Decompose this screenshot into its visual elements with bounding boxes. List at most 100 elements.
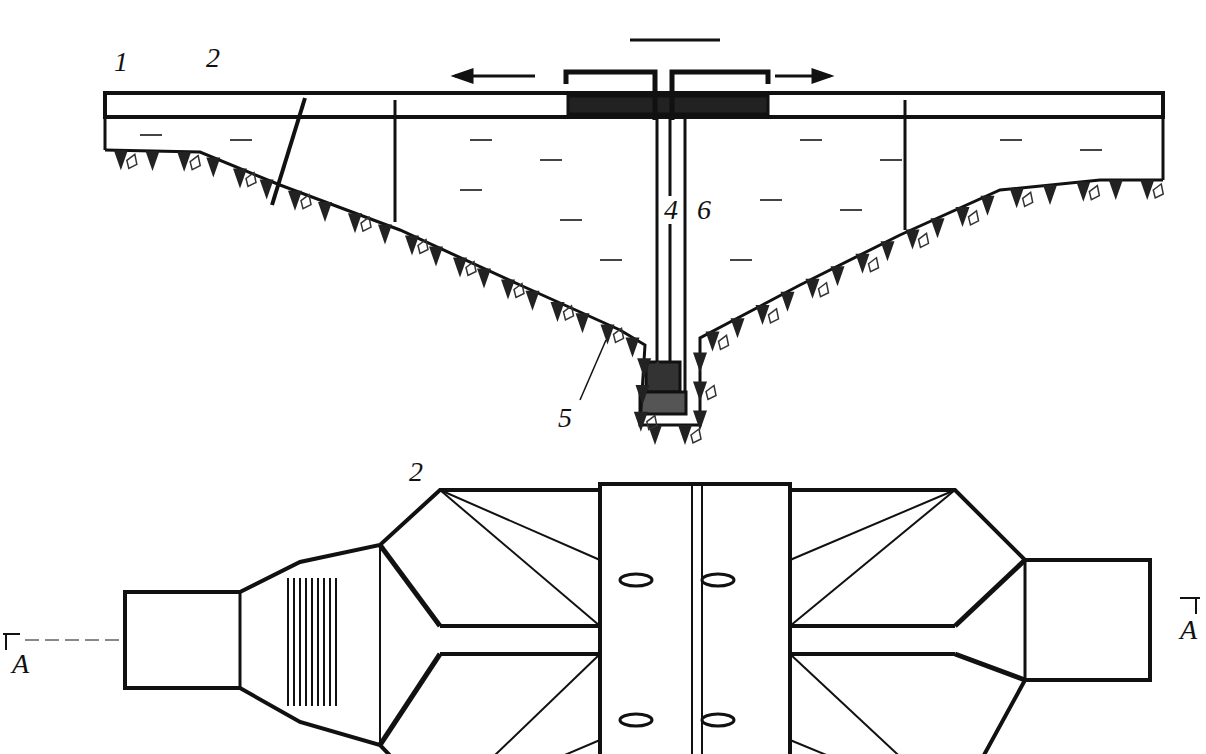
water-mark — [760, 199, 782, 201]
leader-line — [580, 340, 606, 400]
pump-symbol — [620, 574, 652, 586]
soil-clod — [819, 283, 829, 297]
soil-clod — [246, 173, 256, 187]
mark-line — [630, 39, 720, 42]
suction-pipe — [656, 117, 659, 365]
soil-hatch — [318, 202, 332, 222]
soil-hatch — [693, 411, 707, 431]
bank-edge — [104, 117, 107, 150]
callout-number: 5 — [556, 404, 574, 432]
soil-hatch — [648, 425, 662, 445]
soil-hatch — [1140, 180, 1154, 200]
discharge-pipe — [566, 72, 768, 120]
soil-clod — [969, 211, 979, 225]
soil-clod — [1153, 184, 1163, 198]
soil-hatch — [931, 218, 945, 238]
screen-grid — [305, 578, 307, 706]
soil-hatch — [1109, 180, 1123, 200]
soil-clod — [301, 195, 311, 209]
water-mark — [470, 139, 492, 141]
soil-clod — [466, 262, 476, 276]
strut-plan — [380, 545, 440, 626]
soil-hatch — [233, 169, 247, 189]
pond-bottom — [105, 150, 1163, 425]
pipe-plan — [790, 652, 955, 656]
arrowhead — [813, 70, 830, 82]
water-mark — [540, 159, 562, 161]
pump-motor — [640, 392, 686, 414]
soil-hatch — [348, 213, 362, 233]
strut-plan — [380, 654, 440, 745]
screen-grid — [329, 578, 331, 706]
soil-hatch — [114, 150, 128, 170]
section-mark — [5, 634, 7, 650]
brace — [790, 490, 955, 560]
soil-hatch — [956, 207, 970, 227]
screen-grid — [311, 578, 313, 706]
soil-hatch — [453, 258, 467, 278]
soil-hatch — [636, 385, 650, 405]
soil-hatch — [206, 158, 220, 178]
pump — [646, 362, 680, 392]
soil-hatch — [477, 269, 491, 289]
soil-hatch — [981, 196, 995, 216]
soil-clod — [1089, 186, 1099, 200]
raft-plan — [600, 484, 790, 754]
callout-number: 1 — [112, 48, 130, 76]
callout-number: A — [1178, 616, 1199, 644]
water-mark — [460, 189, 482, 191]
soil-hatch — [637, 358, 651, 378]
water-mark — [140, 134, 162, 136]
soil-clod — [418, 240, 428, 254]
pipe-plan — [440, 624, 600, 628]
soil-hatch — [626, 338, 640, 358]
axis-line — [25, 640, 120, 641]
suction-pipe — [669, 117, 672, 365]
soil-hatch — [634, 412, 648, 432]
soil-clod — [691, 429, 701, 443]
strut-plan — [955, 654, 1025, 680]
soil-hatch — [781, 292, 795, 312]
soil-clod — [719, 335, 729, 349]
brace — [440, 654, 600, 754]
soil-clod — [706, 386, 716, 400]
soil-hatch — [429, 247, 443, 267]
water-mark — [1000, 139, 1022, 141]
screen-grid — [335, 578, 337, 706]
soil-hatch — [881, 241, 895, 261]
water-mark — [880, 159, 902, 161]
pump-symbol — [620, 714, 652, 726]
soil-hatch — [1076, 182, 1090, 202]
water-mark — [1080, 149, 1102, 151]
water-mark — [840, 209, 862, 211]
callout-number: 2 — [407, 458, 425, 486]
strut — [394, 100, 397, 222]
plan-joint — [379, 545, 381, 745]
plan-joint — [1024, 560, 1027, 680]
soil-clod — [190, 156, 200, 170]
soil-hatch — [831, 266, 845, 286]
soil-hatch — [526, 291, 540, 311]
soil-hatch — [177, 152, 191, 172]
soil-clod — [127, 154, 137, 168]
screen-grid — [299, 578, 301, 706]
soil-clod — [361, 217, 371, 231]
soil-clod — [769, 309, 779, 323]
callout-number: 2 — [204, 44, 222, 72]
brace — [790, 740, 955, 754]
soil-clod — [514, 284, 524, 298]
water-mark — [600, 259, 622, 261]
soil-hatch — [856, 254, 870, 274]
screen-grid — [287, 578, 289, 706]
pressure-pipe — [684, 117, 687, 405]
soil-hatch — [678, 425, 692, 445]
soil-hatch — [288, 191, 302, 211]
soil-hatch — [551, 302, 565, 322]
soil-hatch — [146, 151, 160, 171]
callout-number: A — [10, 650, 31, 678]
soil-hatch — [756, 305, 770, 325]
pump-symbol — [702, 574, 734, 586]
raft-seam — [691, 484, 693, 754]
